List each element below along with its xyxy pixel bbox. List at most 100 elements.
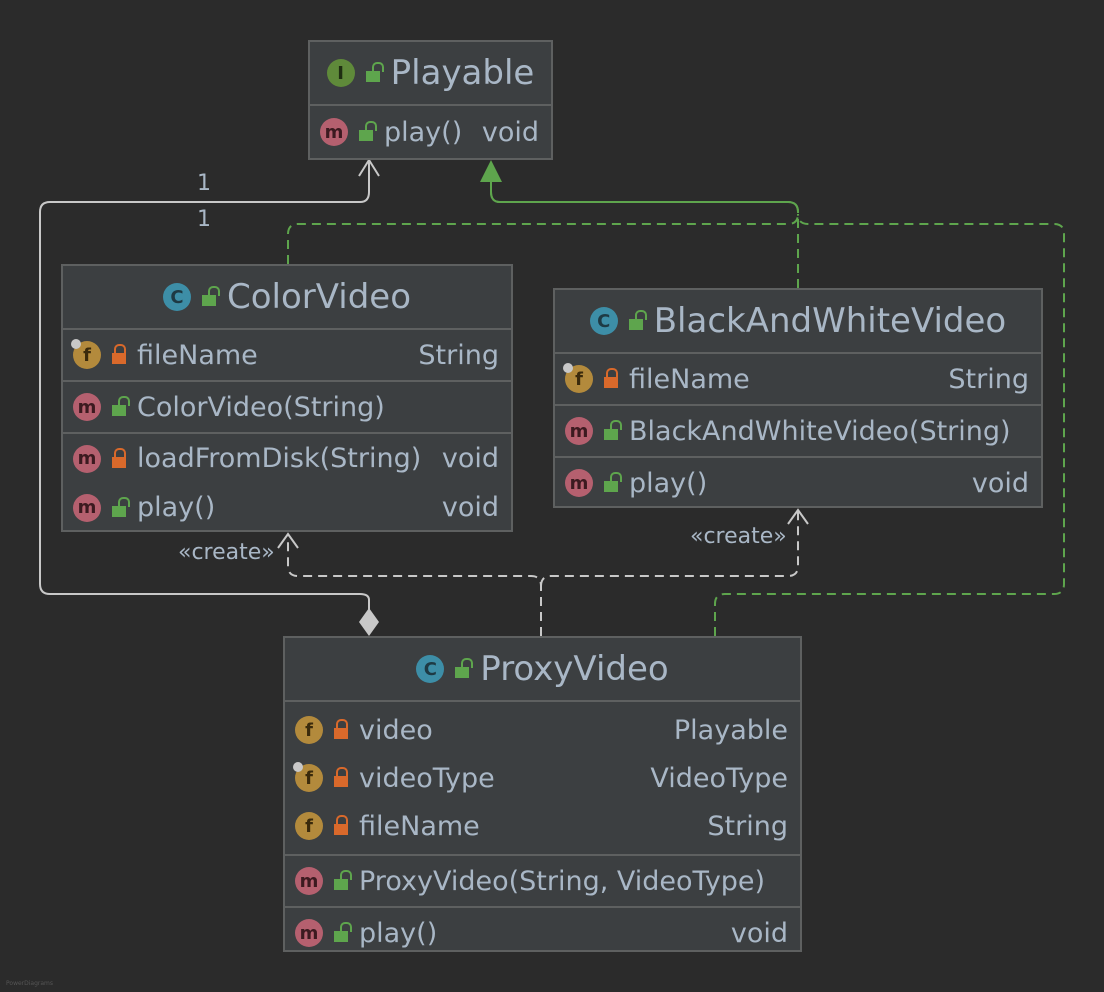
private-icon	[111, 344, 127, 366]
class-title: BlackAndWhiteVideo	[653, 301, 1007, 341]
constructor-row[interactable]: m BlackAndWhiteVideo(String)	[555, 406, 1041, 456]
public-icon	[365, 62, 384, 84]
public-icon	[358, 121, 377, 143]
class-title: ProxyVideo	[480, 649, 669, 689]
create-label-right: «create»	[690, 524, 787, 549]
constructor-row[interactable]: m ColorVideo(String)	[63, 382, 511, 432]
class-icon: C	[416, 655, 445, 683]
field-name: video	[359, 714, 433, 746]
method-row[interactable]: m play() void	[555, 458, 1041, 508]
field-type: Playable	[673, 714, 788, 746]
public-icon	[333, 870, 352, 892]
class-title: Playable	[390, 53, 535, 93]
class-icon: C	[589, 307, 618, 335]
method-row[interactable]: m play() void	[310, 106, 551, 158]
class-playable[interactable]: I Playable m play() void	[308, 40, 553, 160]
field-row[interactable]: f videoType VideoType	[285, 754, 800, 802]
method-name: loadFromDisk(String)	[137, 443, 422, 474]
multiplicity-bottom: 1	[197, 207, 211, 232]
class-title: ColorVideo	[226, 277, 412, 317]
class-proxyvideo[interactable]: C ProxyVideo f video Playable f videoTyp…	[283, 636, 802, 952]
field-type: VideoType	[650, 762, 788, 794]
method-type: void	[971, 467, 1029, 499]
public-icon	[201, 286, 220, 308]
field-icon: f	[71, 339, 101, 369]
field-icon: f	[293, 762, 323, 792]
public-icon	[603, 420, 622, 442]
method-row[interactable]: m play() void	[285, 908, 800, 958]
create-arrowhead-right	[787, 508, 809, 525]
watermark: PowerDiagrams	[6, 980, 54, 987]
public-icon	[628, 310, 647, 332]
method-icon: m	[565, 417, 593, 445]
method-row[interactable]: m loadFromDisk(String) void	[63, 434, 511, 483]
association-line	[39, 160, 370, 612]
class-header: C ColorVideo	[63, 266, 511, 330]
method-type: void	[441, 492, 499, 523]
method-icon: m	[73, 444, 101, 473]
field-row[interactable]: f fileName String	[63, 330, 511, 380]
constructor-name: ProxyVideo(String, VideoType)	[359, 865, 766, 897]
interface-icon: I	[326, 59, 355, 87]
multiplicity-top: 1	[197, 171, 211, 196]
method-icon: m	[295, 919, 323, 947]
field-name: fileName	[629, 363, 750, 395]
class-blackandwhitevideo[interactable]: C BlackAndWhiteVideo f fileName String m…	[553, 288, 1043, 508]
implements-line-bwvideo	[490, 182, 799, 288]
method-icon: m	[295, 867, 323, 895]
field-type: String	[418, 339, 499, 371]
private-icon	[111, 447, 127, 470]
field-type: String	[707, 810, 788, 842]
field-name: fileName	[137, 339, 258, 371]
method-name: play()	[137, 492, 216, 523]
field-name: fileName	[359, 810, 480, 842]
class-icon: C	[162, 283, 191, 311]
create-label-left: «create»	[178, 540, 275, 565]
field-row[interactable]: f fileName String	[555, 354, 1041, 404]
method-type: void	[730, 917, 788, 949]
private-icon	[333, 719, 349, 741]
method-name: play()	[629, 467, 708, 499]
association-arrowhead	[358, 158, 380, 177]
constructor-name: BlackAndWhiteVideo(String)	[629, 415, 1011, 447]
create-arrowhead-left	[277, 532, 299, 549]
field-name: videoType	[359, 762, 495, 794]
method-name: play()	[359, 917, 438, 949]
field-type: String	[948, 363, 1029, 395]
method-type: void	[441, 443, 499, 474]
field-icon: f	[295, 716, 323, 744]
implements-arrowhead	[480, 160, 502, 182]
class-header: C BlackAndWhiteVideo	[555, 290, 1041, 354]
method-icon: m	[73, 393, 101, 421]
implements-solid-segment	[490, 182, 799, 213]
field-row[interactable]: f video Playable	[285, 706, 800, 754]
class-header: C ProxyVideo	[285, 638, 800, 702]
aggregation-diamond	[359, 608, 379, 636]
method-type: void	[481, 116, 539, 148]
method-row[interactable]: m play() void	[63, 483, 511, 532]
private-icon	[333, 815, 349, 837]
public-icon	[333, 922, 352, 944]
public-icon	[603, 472, 622, 494]
private-icon	[333, 767, 349, 789]
public-icon	[111, 496, 130, 519]
method-name: play()	[384, 116, 463, 148]
create-line	[287, 534, 542, 636]
class-colorvideo[interactable]: C ColorVideo f fileName String m ColorVi…	[61, 264, 513, 532]
private-icon	[603, 368, 619, 390]
constructor-name: ColorVideo(String)	[137, 391, 385, 423]
class-header: I Playable	[310, 42, 551, 106]
constructor-row[interactable]: m ProxyVideo(String, VideoType)	[285, 856, 800, 906]
field-icon: f	[563, 363, 593, 393]
method-icon: m	[565, 469, 593, 497]
public-icon	[454, 658, 474, 680]
field-icon: f	[295, 812, 323, 840]
public-icon	[111, 396, 130, 418]
field-row[interactable]: f fileName String	[285, 802, 800, 850]
method-icon: m	[73, 493, 101, 522]
implements-line-proxyvideo	[714, 213, 1065, 636]
implements-line-colorvideo	[287, 212, 799, 264]
method-icon: m	[320, 118, 348, 146]
create-line-right	[540, 510, 799, 587]
